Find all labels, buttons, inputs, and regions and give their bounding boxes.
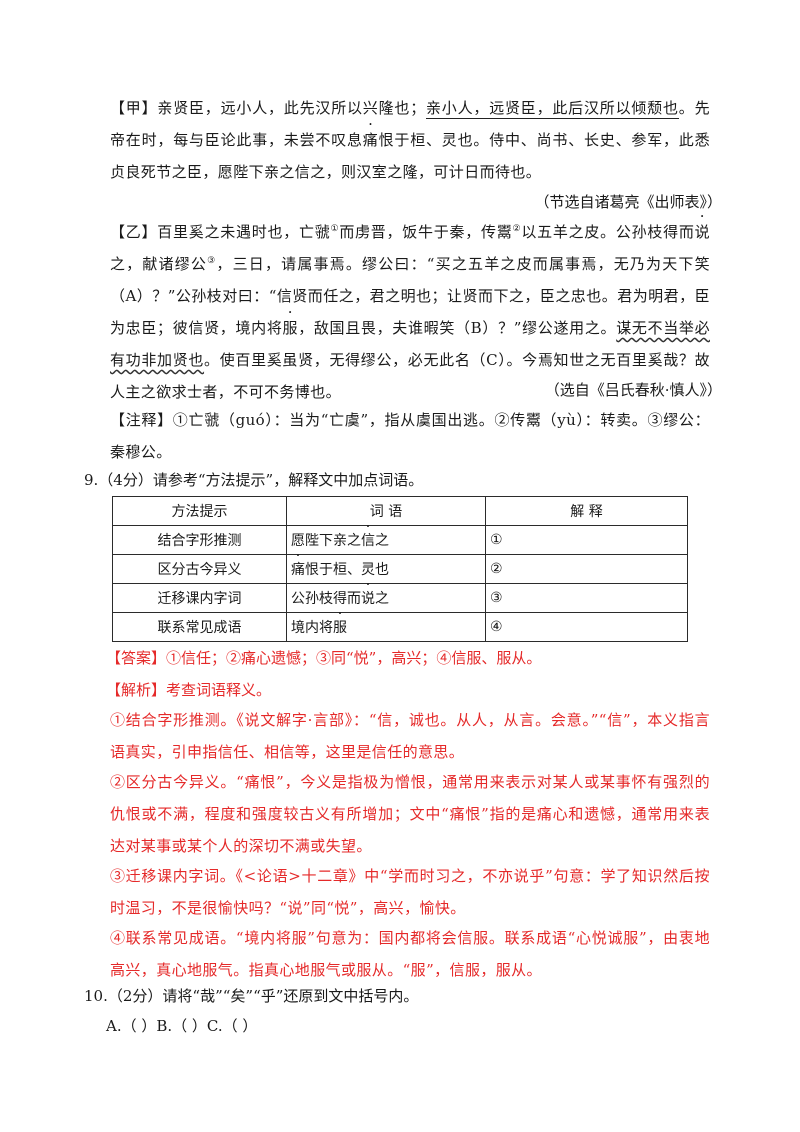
analysis-4: ④联系常见成语。“境内将服”句意为：国内都将会信服。联系成语“心悦诚服”，由衷地… xyxy=(110,929,710,979)
analysis-3: ③迁移课内字词。《<论语>十二章》中“学而时习之，不亦说乎”句意：学了知识然后按… xyxy=(110,867,710,917)
passage-yi: 【乙】百里奚之未遇时也，亡虢①而虏晋，饭牛于秦，传鬻②以五羊之皮。公孙枝得而说之… xyxy=(110,216,710,408)
method-table: 方法提示 词 语 解 释 结合字形推测 愿陛下亲之信之 ① 区分古今异义 痛恨于… xyxy=(112,496,688,642)
wavy-underlined-sentence: 谋无不当举必有功非加贤也 xyxy=(110,319,710,369)
passage-jia: 【甲】亲贤臣，远小人，此先汉所以兴隆也；亲小人，远贤臣，此后汉所以倾颓也。先帝在… xyxy=(110,92,710,188)
answer-text: 【答案】①信任；②痛心遗憾；③同“悦”，高兴；④信服、服从。 xyxy=(106,649,542,667)
answer-cell[interactable]: ④ xyxy=(485,612,688,642)
header-word: 词 语 xyxy=(286,496,486,526)
header-explain: 解 释 xyxy=(485,496,688,526)
table-header-row: 方法提示 词 语 解 释 xyxy=(112,496,688,526)
table-row: 结合字形推测 愿陛下亲之信之 ① xyxy=(112,525,688,555)
analysis-2: ②区分古今异义。“痛恨”，今义是指极为憎恨，通常用来表示对某人或某事怀有强烈的仇… xyxy=(110,773,710,855)
notes: 【注释】①亡虢（guó）：当为“亡虞”，指从虞国出逃。②传鬻（yù）：转卖。③缪… xyxy=(110,411,710,461)
question-10-stem: 10.（2分）请将“哉”“矣”“乎”还原到文中括号内。 xyxy=(84,987,419,1005)
header-method: 方法提示 xyxy=(112,496,287,526)
analysis-1: ①结合字形推测。《说文解字·言部》：“信，诚也。从人，从言。会意。”“信”，本义… xyxy=(110,711,710,761)
table-row: 区分古今异义 痛恨于桓、灵也 ② xyxy=(112,554,688,584)
question-9-stem: 9.（4分）请参考“方法提示”，解释文中加点词语。 xyxy=(84,471,424,489)
dotted-word-shuo: 说 xyxy=(695,223,710,241)
table-row: 联系常见成语 境内将服 ④ xyxy=(112,612,688,642)
table-row: 迁移课内字词 公孙枝得而说之 ③ xyxy=(112,583,688,613)
source-yi: （选自《吕氏春秋·慎人》） xyxy=(544,381,722,399)
dotted-word-tong: 痛 xyxy=(363,131,379,149)
passage-jia-tag: 【甲】 xyxy=(110,99,158,117)
answer-cell[interactable]: ③ xyxy=(485,583,688,613)
analysis-title: 【解析】考查词语释义。 xyxy=(106,681,272,699)
passage-yi-tag: 【乙】 xyxy=(110,223,158,241)
dotted-word-fu: 服 xyxy=(283,319,299,337)
source-jia: （节选自诸葛亮《出师表》） xyxy=(534,193,722,211)
answer-cell[interactable]: ② xyxy=(485,554,688,584)
underlined-sentence: 亲小人，远贤臣，此后汉所以倾颓也 xyxy=(425,99,679,119)
answer-cell[interactable]: ① xyxy=(485,525,688,555)
question-10-options[interactable]: A.（ ）B.（ ）C.（ ） xyxy=(106,1017,258,1035)
